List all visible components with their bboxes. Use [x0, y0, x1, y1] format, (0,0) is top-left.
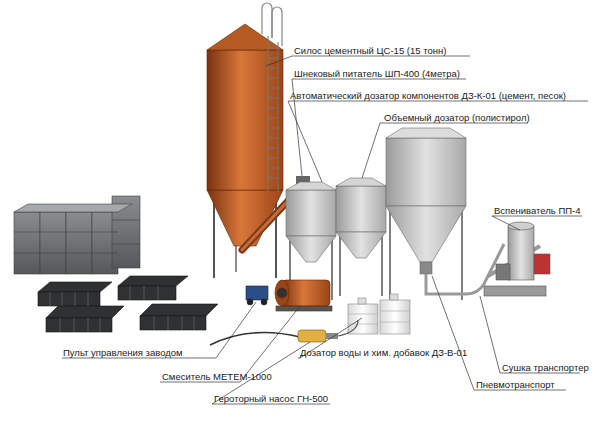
cement-silo [207, 3, 283, 278]
water-tanks [348, 294, 410, 334]
control-unit [246, 286, 268, 305]
callout-label: Пневмотранспорт [476, 379, 555, 390]
callout-label: Смеситель МЕТЕМ-1000 [162, 371, 272, 382]
callout-label: Шнековый питатель ШП-400 (4метра) [294, 68, 460, 79]
callout-label: Автоматический дозатор компонентов ДЗ-К-… [290, 90, 566, 101]
callout-label: Силос цементный ЦС-15 (15 тонн) [294, 45, 446, 56]
callout-label: Дозатор воды и хим. добавок ДЗ-В-01 [300, 347, 467, 358]
callout-label: Героторный насос ГН-500 [214, 393, 328, 404]
gerotor-pump [210, 320, 358, 345]
mixer [275, 280, 332, 311]
callout-label: Объемный дозатор (полистирол) [384, 112, 530, 123]
callout-label: Сушка транспортер [502, 362, 589, 373]
foamer [484, 222, 550, 296]
mold-grid [50, 286, 194, 332]
callout-label: Пульт управления заводом [63, 347, 183, 358]
callout-label: Вспениватель ПП-4 [494, 205, 581, 216]
block-stacks [14, 196, 140, 274]
leader-lines [62, 56, 588, 404]
block-molds [38, 276, 218, 332]
